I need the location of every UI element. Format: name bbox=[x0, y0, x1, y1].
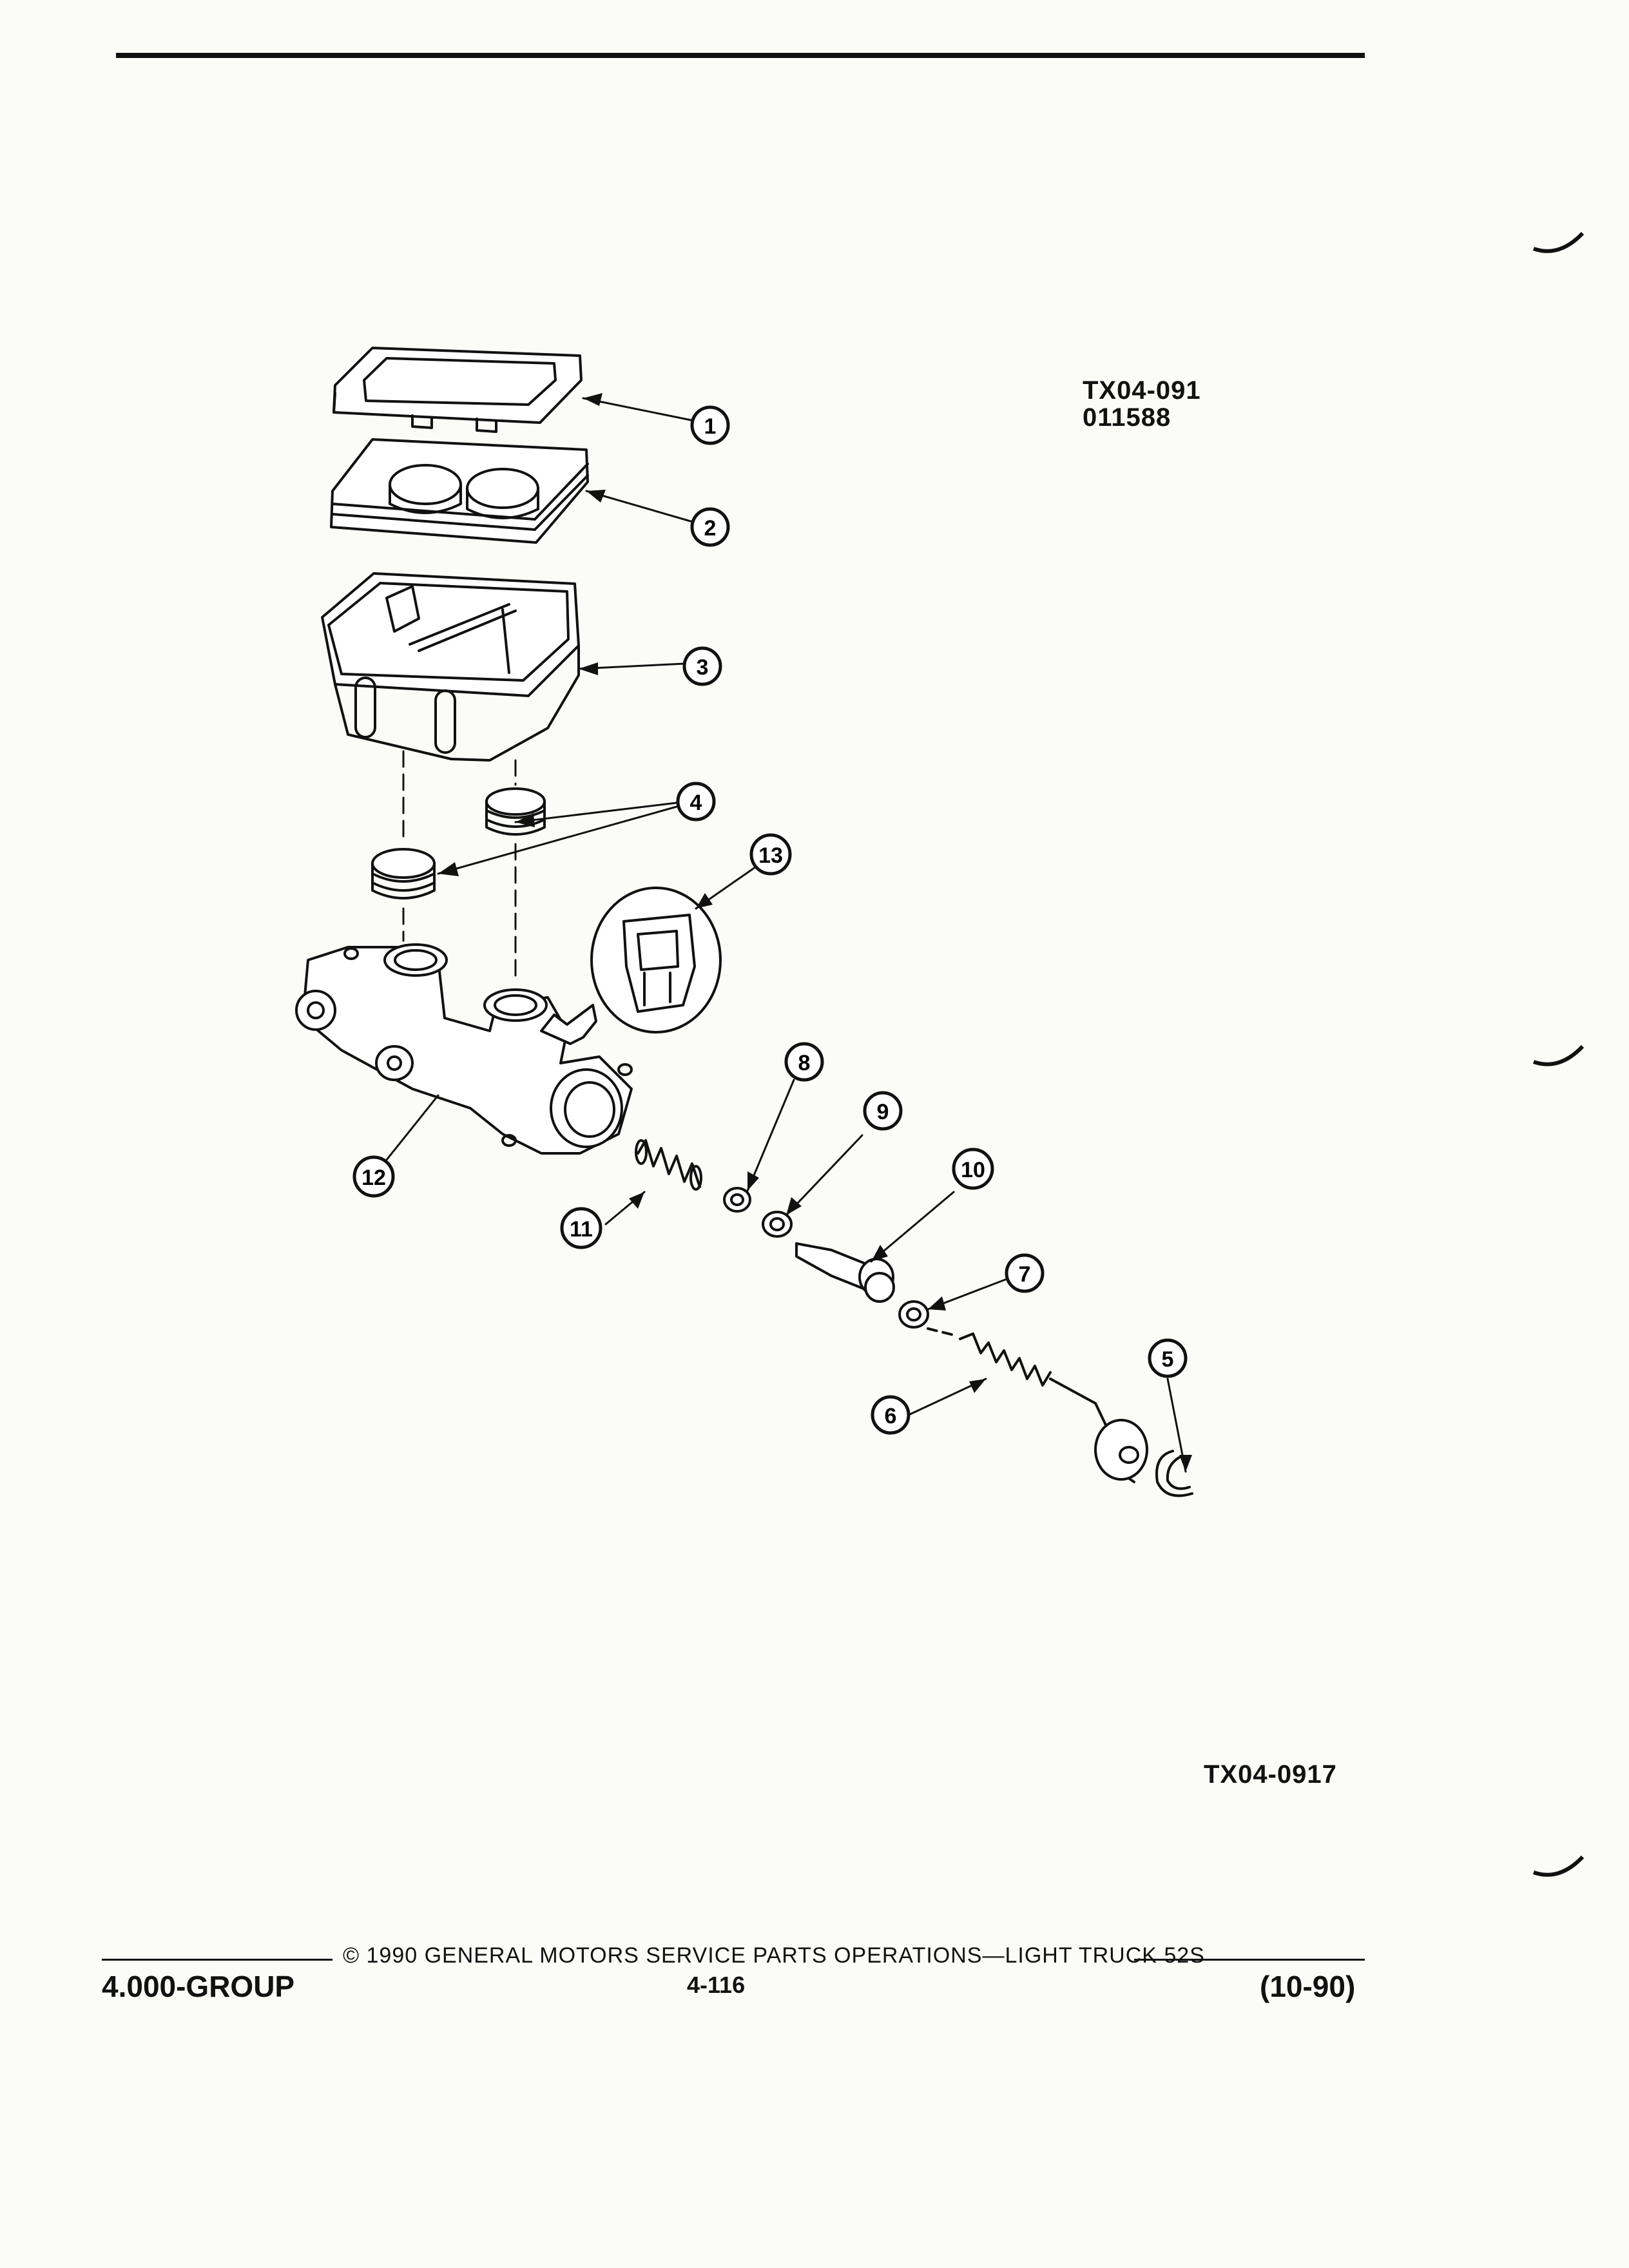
figure-code-line-2: 011588 bbox=[1083, 403, 1171, 432]
footer-copyright: © 1990 GENERAL MOTORS SERVICE PARTS OPER… bbox=[343, 1943, 1205, 1968]
svg-text:3: 3 bbox=[697, 655, 709, 680]
part-snap-ring bbox=[1155, 1450, 1193, 1497]
svg-text:6: 6 bbox=[885, 1404, 897, 1428]
part-primary-piston bbox=[927, 1327, 1148, 1483]
part-cylinder-body bbox=[295, 943, 633, 1155]
footer-page-number: 4-116 bbox=[687, 1972, 746, 1998]
callout-5: 5 bbox=[1148, 1338, 1188, 1378]
part-diaphragm bbox=[330, 438, 589, 544]
callout-4: 4 bbox=[676, 782, 716, 822]
footer-rule-right bbox=[1134, 1959, 1365, 1961]
svg-text:11: 11 bbox=[570, 1217, 593, 1242]
svg-text:8: 8 bbox=[798, 1051, 811, 1075]
part-seal-7 bbox=[898, 1300, 929, 1329]
callout-6: 6 bbox=[871, 1395, 911, 1435]
callout-2: 2 bbox=[690, 507, 730, 547]
part-grommets bbox=[371, 750, 546, 981]
part-cover bbox=[333, 347, 583, 433]
callout-1: 1 bbox=[690, 405, 730, 445]
svg-text:10: 10 bbox=[961, 1158, 985, 1182]
footer-rule-left bbox=[102, 1959, 333, 1961]
footer-date: (10-90) bbox=[1260, 1970, 1356, 2003]
part-spring-11 bbox=[635, 1139, 702, 1191]
part-seal-8 bbox=[723, 1187, 751, 1213]
callout-11: 11 bbox=[560, 1207, 602, 1249]
svg-text:1: 1 bbox=[704, 414, 717, 439]
figure-code-line-1: TX04-091 bbox=[1083, 376, 1201, 405]
callout-8: 8 bbox=[784, 1042, 824, 1082]
figure-reference-code: TX04-091 011588 bbox=[1083, 377, 1201, 431]
callout-12: 12 bbox=[352, 1155, 395, 1198]
svg-text:5: 5 bbox=[1162, 1347, 1174, 1372]
part-seal-9 bbox=[762, 1211, 793, 1238]
svg-text:7: 7 bbox=[1019, 1262, 1031, 1287]
part-valve-detail bbox=[540, 887, 722, 1045]
callout-7: 7 bbox=[1005, 1253, 1045, 1293]
svg-text:4: 4 bbox=[690, 791, 702, 815]
svg-text:13: 13 bbox=[758, 843, 783, 868]
footer-group: 4.000-GROUP bbox=[102, 1970, 295, 2003]
svg-text:2: 2 bbox=[704, 516, 717, 541]
svg-text:12: 12 bbox=[361, 1166, 386, 1190]
part-reservoir bbox=[321, 572, 580, 762]
callout-10: 10 bbox=[952, 1148, 994, 1190]
callout-markers: 1 2 3 4 13 8 9 10 12 11 7 5 6 bbox=[352, 405, 1188, 1435]
callout-9: 9 bbox=[863, 1091, 903, 1131]
callout-3: 3 bbox=[682, 646, 722, 686]
callout-13: 13 bbox=[749, 833, 792, 876]
header-rule bbox=[116, 53, 1365, 58]
svg-text:9: 9 bbox=[877, 1100, 889, 1124]
binding-marks bbox=[1533, 231, 1585, 1877]
figure-reference-code-bottom: TX04-0917 bbox=[1204, 1760, 1337, 1789]
